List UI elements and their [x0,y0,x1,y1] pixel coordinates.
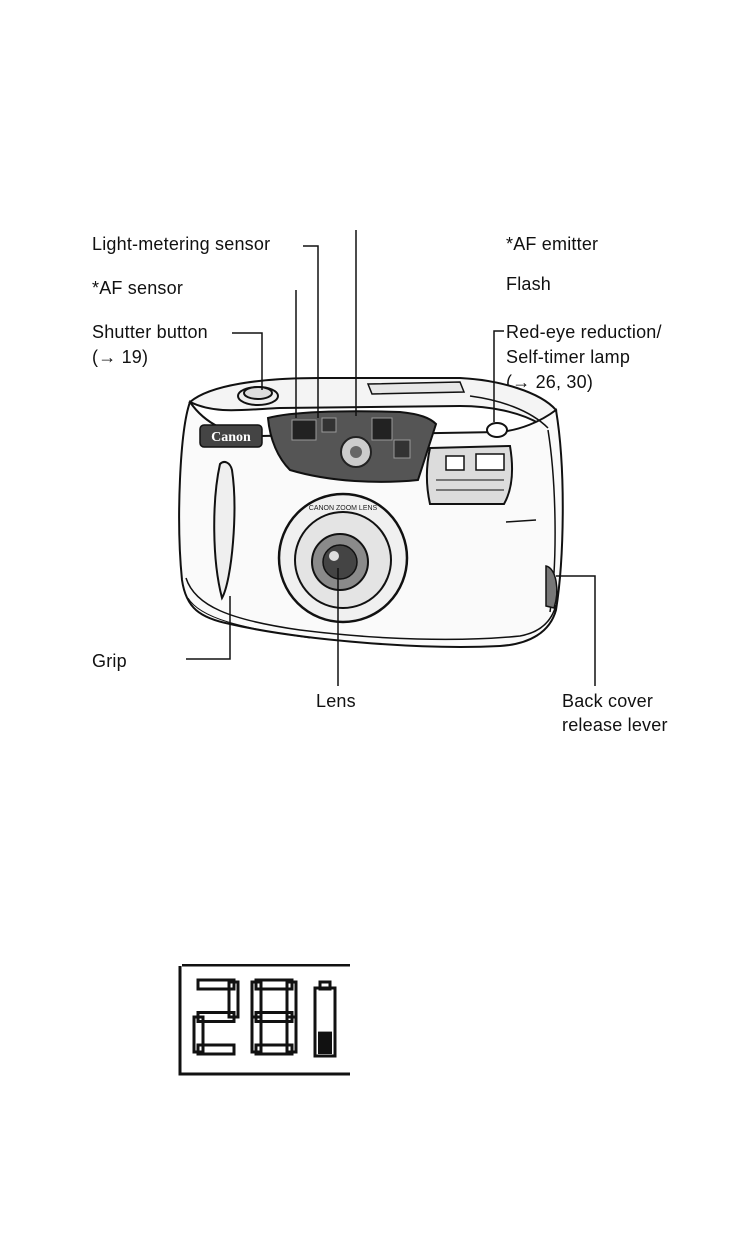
camera-illustration [179,378,563,647]
camera-brand-text: Canon [211,430,251,445]
lcd-panel: 28 [178,964,350,1076]
lcd-digits [194,980,296,1054]
battery-icon [315,982,335,1056]
leader-back-cover [556,576,595,686]
battery-fill [318,1032,332,1054]
lens-ring-text: CANON ZOOM LENS [309,505,378,512]
